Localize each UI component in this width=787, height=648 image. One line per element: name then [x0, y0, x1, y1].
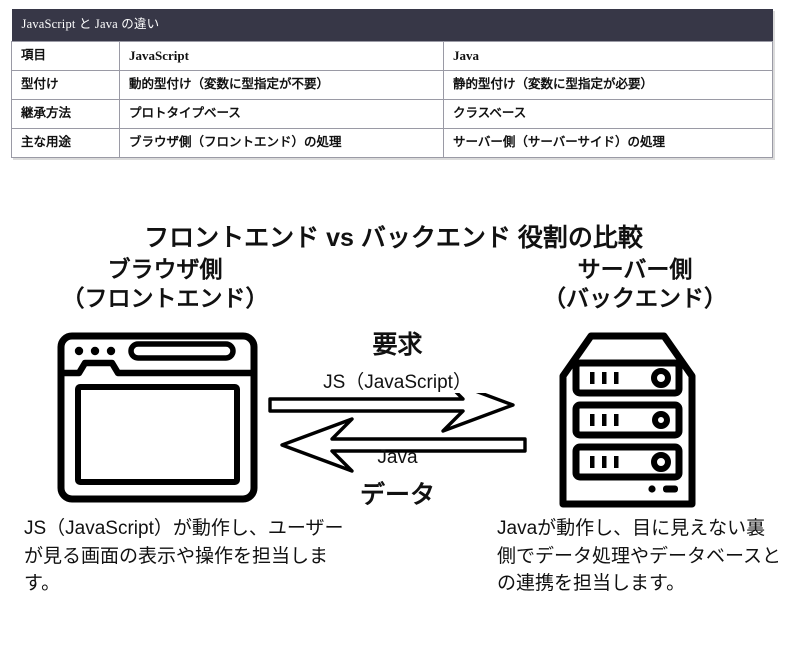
- comparison-table: JavaScript と Java の違い 項目 JavaScript Java…: [11, 9, 774, 158]
- cell-java: クラスベース: [442, 99, 774, 129]
- response-label: データ: [359, 481, 435, 509]
- frontend-heading: ブラウザ側 （フロントエンド）: [20, 255, 310, 314]
- cell-javascript: ブラウザ側（フロントエンド）の処理: [119, 128, 444, 158]
- backend-heading: サーバー側 （バックエンド）: [490, 255, 780, 314]
- arrow-right-icon: [268, 393, 515, 433]
- table-header-row: 項目 JavaScript Java: [11, 41, 774, 71]
- server-rack-icon: [540, 328, 715, 510]
- table-title-row: JavaScript と Java の違い: [11, 9, 773, 42]
- frontend-backend-diagram: フロントエンド vs バックエンド 役割の比較 ブラウザ側 （フロントエンド） …: [0, 200, 787, 648]
- request-label: 要求: [372, 331, 423, 359]
- frontend-caption: JS（JavaScript）が動作し、ユーザーが見る画面の表示や操作を担当します…: [24, 518, 344, 595]
- table-row: 主な用途 ブラウザ側（フロントエンド）の処理 サーバー側（サーバーサイド）の処理: [11, 128, 774, 158]
- request-response-arrows: 要求 JS（JavaScript） Java データ: [265, 325, 530, 510]
- table-row: 型付け 動的型付け（変数に型指定が不要） 静的型付け（変数に型指定が必要）: [11, 70, 774, 100]
- cell-javascript: プロトタイプベース: [119, 99, 444, 129]
- backend-heading-line1: サーバー側: [577, 256, 693, 282]
- row-label: 主な用途: [11, 128, 120, 158]
- backend-caption: Javaが動作し、目に見えない裏側でデータ処理やデータベースとの連携を担当します…: [497, 518, 782, 595]
- cell-java: サーバー側（サーバーサイド）の処理: [442, 128, 774, 158]
- diagram-title: フロントエンド vs バックエンド 役割の比較: [144, 224, 643, 252]
- table-title: JavaScript と Java の違い: [11, 9, 773, 42]
- column-header-java: Java: [442, 41, 774, 71]
- response-sublabel: Java: [377, 447, 418, 468]
- cell-javascript: 動的型付け（変数に型指定が不要）: [119, 70, 444, 100]
- browser-window-icon: [55, 330, 260, 505]
- js-vs-java-table: JavaScript と Java の違い 項目 JavaScript Java…: [11, 9, 774, 158]
- row-label: 型付け: [11, 70, 120, 100]
- table-row: 継承方法 プロトタイプベース クラスベース: [11, 99, 774, 129]
- column-header-item: 項目: [11, 41, 120, 71]
- backend-heading-line2: （バックエンド）: [543, 285, 727, 312]
- row-label: 継承方法: [11, 99, 120, 129]
- request-sublabel: JS（JavaScript）: [323, 372, 472, 393]
- arrow-left-icon: [280, 417, 527, 473]
- cell-java: 静的型付け（変数に型指定が必要）: [442, 70, 774, 100]
- frontend-heading-line2: （フロントエンド）: [61, 285, 269, 312]
- arrow-pair-svg: [268, 393, 527, 473]
- frontend-heading-line1: ブラウザ側: [107, 256, 223, 282]
- column-header-javascript: JavaScript: [119, 41, 444, 71]
